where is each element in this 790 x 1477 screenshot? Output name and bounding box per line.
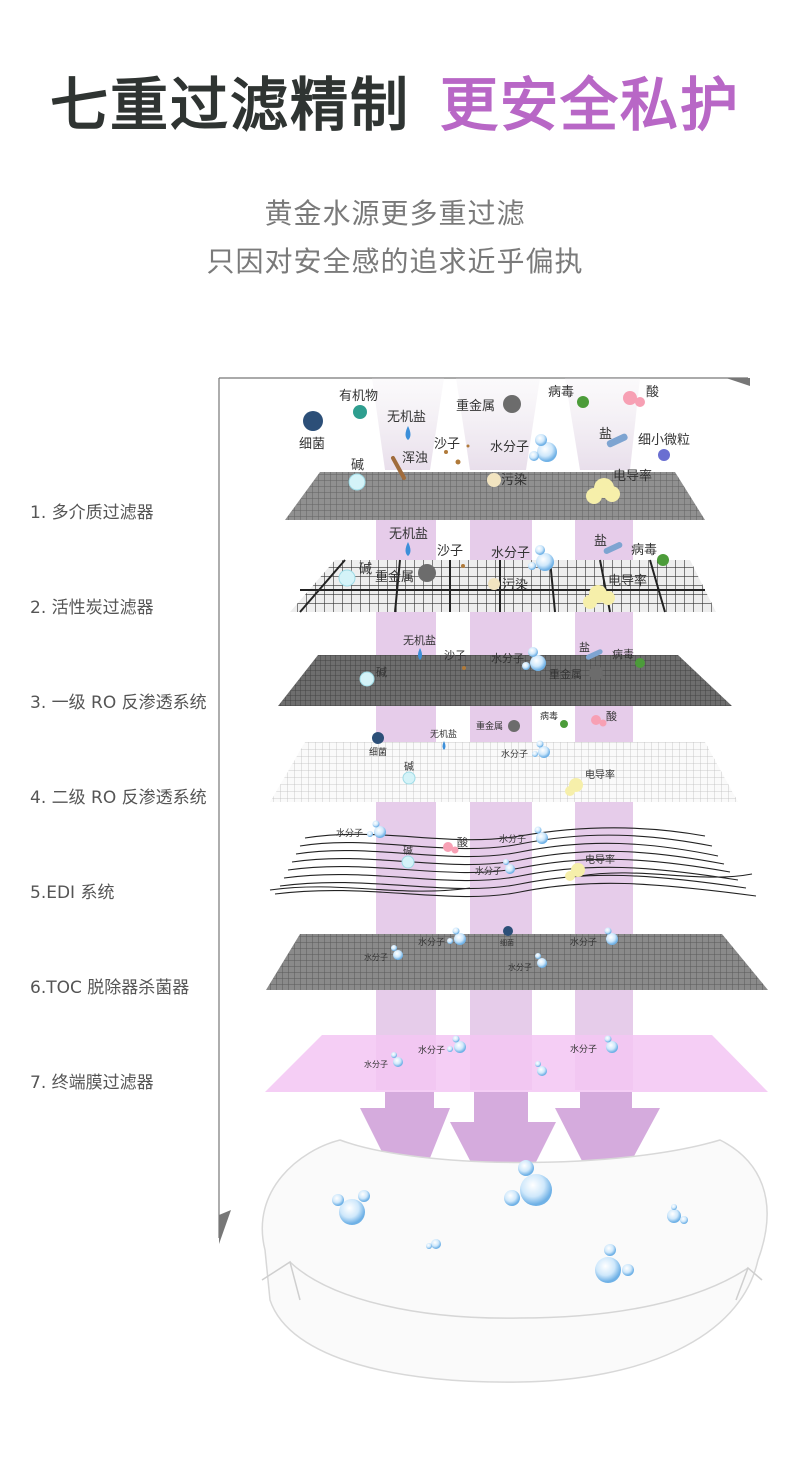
subtitle-line1: 黄金水源更多重过滤	[264, 197, 526, 230]
label-water-molecule: 水分子	[364, 952, 388, 962]
label-acid: 酸	[646, 385, 659, 400]
label-water-molecule: 水分子	[499, 833, 526, 845]
label-acid: 酸	[606, 709, 617, 723]
label-conductivity: 电导率	[608, 573, 647, 589]
label-water-molecule: 水分子	[490, 440, 529, 455]
label-heavy-metal: 重金属	[549, 667, 582, 681]
label-heavy-metal: 重金属	[476, 720, 503, 732]
label-water-molecule: 水分子	[364, 1059, 388, 1069]
stage-label-2: 2. 活性炭过滤器	[30, 598, 154, 618]
particles-after-stage-5: 水分子 细菌 水分子 水分子 水分子	[364, 926, 618, 972]
clean-water-bubbles	[332, 1160, 688, 1283]
filter-layer-7	[265, 1035, 768, 1092]
label-heavy-metal: 重金属	[456, 398, 495, 414]
label-inorganic-salt: 无机盐	[389, 527, 428, 542]
label-water-molecule: 水分子	[418, 936, 445, 948]
stage-label-4: 4. 二级 RO 反渗透系统	[30, 788, 207, 808]
label-water-molecule: 水分子	[570, 1043, 597, 1055]
label-virus: 病毒	[631, 543, 657, 558]
label-acid: 酸	[457, 835, 468, 849]
label-sand: 沙子	[434, 437, 460, 452]
label-alkali: 碱	[403, 845, 413, 857]
label-water-molecule: 水分子	[491, 546, 530, 561]
label-alkali: 碱	[351, 458, 364, 473]
headline-part1: 七重过滤精制	[49, 71, 410, 139]
label-organic: 有机物	[339, 389, 378, 404]
label-inorganic-salt: 无机盐	[403, 633, 436, 647]
label-water-molecule: 水分子	[475, 865, 502, 877]
label-sand: 沙子	[437, 544, 463, 559]
label-water-molecule: 水分子	[418, 1044, 445, 1056]
headline-part2: 更安全私护	[440, 71, 741, 139]
label-pollution: 污染	[502, 578, 528, 593]
sanitary-pad-illustration	[261, 1139, 768, 1383]
label-virus: 病毒	[540, 710, 558, 722]
label-bacteria: 细菌	[369, 746, 387, 758]
label-salt: 盐	[579, 641, 590, 654]
particles-after-stage-2: 无机盐 沙子 水分子 盐 病毒 碱 重金属	[359, 633, 645, 687]
label-inorganic-salt: 无机盐	[387, 410, 426, 425]
subtitle-line2: 只因对安全感的追求近乎偏执	[206, 245, 584, 278]
label-water-molecule: 水分子	[508, 962, 532, 972]
purification-flow	[376, 520, 633, 1090]
stage-label-5: 5.EDI 系统	[30, 883, 115, 903]
label-water-molecule: 水分子	[336, 827, 363, 839]
label-conductivity: 电导率	[585, 853, 615, 866]
label-conductivity: 电导率	[585, 768, 615, 781]
stage-label-7: 7. 终端膜过滤器	[30, 1073, 154, 1093]
label-salt: 盐	[599, 427, 612, 442]
label-sand: 沙子	[444, 649, 466, 662]
label-bacteria: 细菌	[299, 437, 325, 452]
filter-layer-4	[270, 742, 738, 802]
label-alkali: 碱	[359, 562, 372, 577]
stage-label-3: 3. 一级 RO 反渗透系统	[30, 693, 207, 713]
label-water-molecule: 水分子	[491, 652, 524, 665]
label-alkali: 碱	[376, 666, 387, 679]
label-alkali: 碱	[404, 761, 414, 773]
label-virus: 病毒	[612, 647, 634, 661]
label-fine-particles: 细小微粒	[638, 433, 690, 448]
label-virus: 病毒	[548, 385, 574, 400]
label-heavy-metal: 重金属	[375, 569, 414, 585]
particles-after-stage-4: 水分子 酸 碱 水分子 水分子 电导率	[336, 820, 615, 881]
headline: 七重过滤精制更安全私护	[0, 58, 790, 142]
particles-incoming: 有机物 细菌 无机盐 重金属 病毒 酸 盐 细小微粒 沙子 水分子 碱 浑浊 污…	[299, 385, 690, 504]
label-conductivity: 电导率	[613, 468, 652, 484]
label-pollution: 污染	[501, 473, 527, 488]
particles-after-stage-6: 水分子 水分子 水分子	[364, 1035, 618, 1076]
particles-after-stage-1: 无机盐 沙子 水分子 盐 病毒 碱 重金属 污染 电导率	[338, 527, 669, 609]
filter-layer-3	[278, 655, 732, 706]
label-water-molecule: 水分子	[570, 936, 597, 948]
label-inorganic-salt: 无机盐	[430, 728, 457, 740]
stage-label-1: 1. 多介质过滤器	[30, 503, 154, 523]
filter-layer-6	[266, 934, 768, 990]
output-arrows	[360, 1092, 660, 1226]
label-salt: 盐	[594, 534, 607, 549]
stage-label-6: 6.TOC 脱除器杀菌器	[30, 978, 190, 998]
label-turbidity: 浑浊	[402, 451, 428, 466]
label-bacteria: 细菌	[500, 938, 514, 947]
particles-after-stage-3: 重金属 病毒 酸 细菌 无机盐 水分子 碱 电导率	[369, 709, 617, 796]
filter-layer-5	[269, 827, 757, 898]
label-water-molecule: 水分子	[501, 748, 528, 760]
